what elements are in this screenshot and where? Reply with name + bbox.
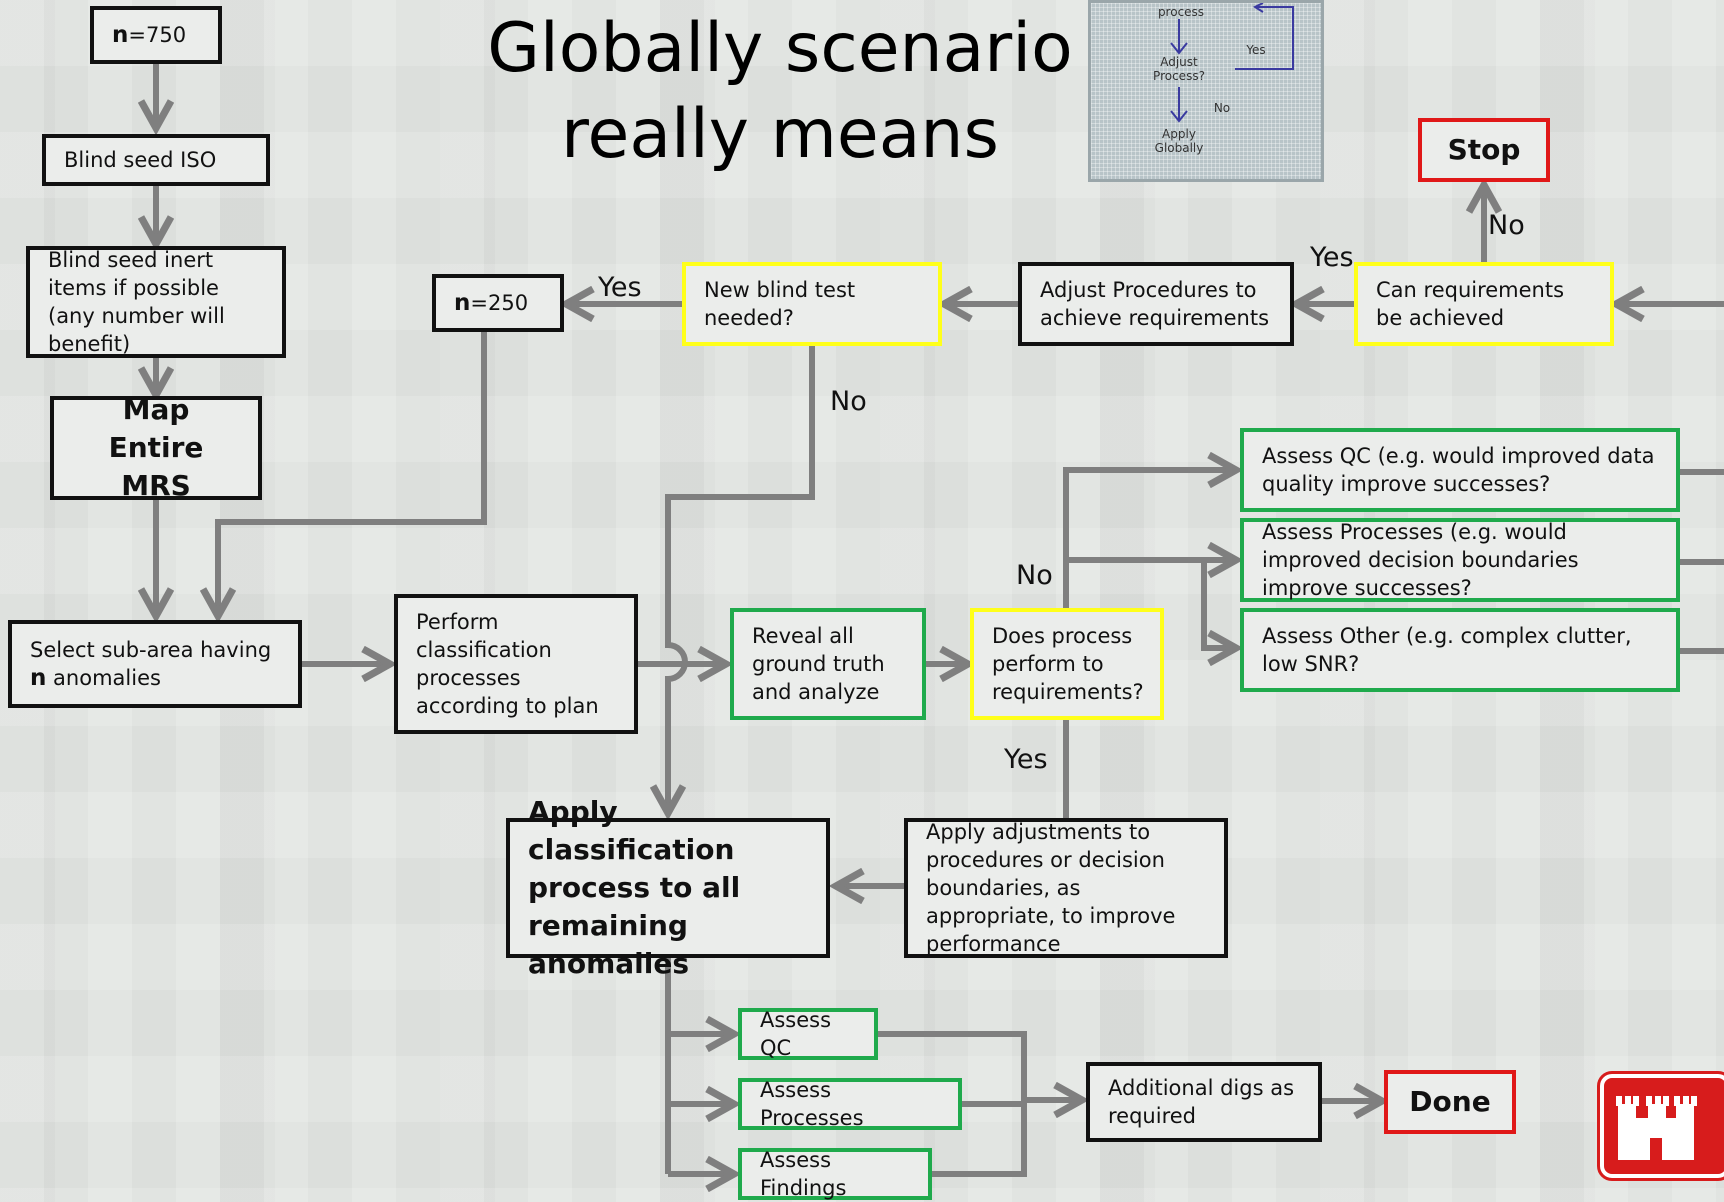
map-entire-text: Map Entire MRS xyxy=(108,393,204,502)
perform-classification-text: Perform classification processes accordi… xyxy=(416,610,599,718)
box-assess-qc: Assess QC xyxy=(738,1008,878,1060)
inset-adjust-text: Adjust Process? xyxy=(1153,55,1205,83)
box-reveal-ground-truth: Reveal all ground truth and analyze xyxy=(730,608,926,720)
inset-flowchart-thumbnail: process Adjust Process? Yes No Apply Glo… xyxy=(1088,0,1324,182)
box-blind-seed-iso: Blind seed ISO xyxy=(42,134,270,186)
box-does-process: Does process perform to requirements? xyxy=(970,608,1164,720)
inset-arrows xyxy=(1170,3,1294,123)
n-250-value: =250 xyxy=(470,291,529,315)
box-stop: Stop xyxy=(1418,118,1550,182)
castle-shape-icon xyxy=(1616,1096,1697,1160)
box-assess-qc-detail: Assess QC (e.g. would improved data qual… xyxy=(1240,428,1680,512)
box-additional-digs: Additional digs as required xyxy=(1086,1062,1322,1142)
box-assess-processes-detail: Assess Processes (e.g. would improved de… xyxy=(1240,518,1680,602)
box-assess-findings: Assess Findings xyxy=(738,1148,932,1200)
title-line-1: Globally scenario xyxy=(487,9,1073,88)
adjust-procedures-text: Adjust Procedures to achieve requirement… xyxy=(1040,278,1270,330)
n-750-value: =750 xyxy=(128,23,187,47)
arrow-newblind-no-to-apply xyxy=(668,346,815,813)
arrow-does-no-to-assess-other xyxy=(1201,560,1236,648)
line-assess-to-merge xyxy=(874,1031,1027,1177)
box-apply-classification: Apply classification process to all rema… xyxy=(506,795,830,980)
arrow-loop-to-canreq xyxy=(1616,304,1724,654)
label-no-new-blind: No xyxy=(830,386,867,417)
page-title: Globally scenario really means xyxy=(470,6,1090,178)
title-line-2: really means xyxy=(561,95,999,174)
blind-seed-iso-text: Blind seed ISO xyxy=(64,148,217,172)
arrow-does-no-to-assess-qc xyxy=(1063,470,1236,608)
arrow-n250-to-select xyxy=(218,330,487,616)
apply-adjustments-text: Apply adjustments to procedures or decis… xyxy=(926,820,1176,956)
apply-classification-text: Apply classification process to all rema… xyxy=(528,795,741,980)
reveal-ground-truth-text: Reveal all ground truth and analyze xyxy=(752,624,885,704)
box-new-blind-test: New blind test needed? xyxy=(682,262,942,346)
box-n-750: n=750 xyxy=(90,6,222,64)
box-select-sub-area: Select sub-area having n anomalies xyxy=(8,620,302,708)
box-adjust-procedures: Adjust Procedures to achieve requirement… xyxy=(1018,262,1294,346)
assess-qc-text: Assess QC xyxy=(760,1008,832,1060)
inset-process-text: process xyxy=(1157,5,1205,19)
assess-processes-text: Assess Processes xyxy=(760,1078,864,1130)
assess-qc-detail-text: Assess QC (e.g. would improved data qual… xyxy=(1262,444,1655,496)
new-blind-test-text: New blind test needed? xyxy=(704,278,856,330)
assess-findings-text: Assess Findings xyxy=(760,1148,847,1200)
inset-yes-text: Yes xyxy=(1246,43,1266,57)
castle-logo-icon xyxy=(1597,1071,1724,1181)
box-can-requirements: Can requirements be achieved xyxy=(1354,262,1614,346)
select-sub-area-text: Select sub-area having n anomalies xyxy=(30,638,272,691)
inset-apply-text: Apply Globally xyxy=(1154,127,1204,155)
done-text: Done xyxy=(1409,1085,1491,1118)
box-assess-processes: Assess Processes xyxy=(738,1078,962,1130)
n-symbol: n xyxy=(112,22,129,48)
label-yes-does-process: Yes xyxy=(1004,744,1048,775)
can-requirements-text: Can requirements be achieved xyxy=(1376,278,1565,330)
does-process-text: Does process perform to requirements? xyxy=(992,624,1144,704)
label-no-does-process: No xyxy=(1016,560,1053,591)
n-symbol: n xyxy=(454,290,471,316)
box-blind-seed-inert: Blind seed inert items if possible (any … xyxy=(26,246,286,358)
additional-digs-text: Additional digs as required xyxy=(1108,1076,1295,1128)
blind-seed-inert-text: Blind seed inert items if possible (any … xyxy=(48,248,225,356)
box-perform-classification: Perform classification processes accordi… xyxy=(394,594,638,734)
assess-processes-detail-text: Assess Processes (e.g. would improved de… xyxy=(1262,520,1579,600)
box-apply-adjustments: Apply adjustments to procedures or decis… xyxy=(904,818,1228,958)
box-map-entire-mrs: Map Entire MRS xyxy=(50,393,262,502)
box-done: Done xyxy=(1384,1070,1516,1134)
box-n-250: n=250 xyxy=(432,274,564,332)
label-yes-n250: Yes xyxy=(598,272,642,303)
box-assess-other: Assess Other (e.g. complex clutter, low … xyxy=(1240,608,1680,692)
stop-text: Stop xyxy=(1447,133,1521,166)
label-no-can-req: No xyxy=(1488,210,1525,241)
arrow-apply-to-assess xyxy=(665,957,734,1174)
label-yes-can-req: Yes xyxy=(1310,242,1354,273)
inset-no-text: No xyxy=(1213,101,1231,115)
assess-other-text: Assess Other (e.g. complex clutter, low … xyxy=(1262,624,1632,676)
